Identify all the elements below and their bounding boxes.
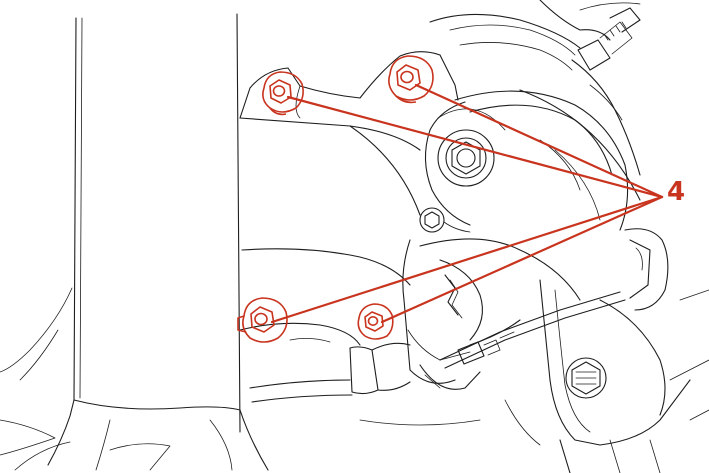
flange-bolt-icon — [262, 71, 304, 116]
callout-leader-lines — [270, 83, 664, 324]
brake-line — [439, 291, 626, 369]
leader-line-lower-left — [270, 195, 664, 324]
right-bracket — [539, 228, 709, 473]
caliper-body — [402, 238, 581, 390]
callout-number-label: 4 — [667, 177, 686, 207]
strut-tube — [47, 13, 269, 471]
upper-knuckle-arm — [239, 51, 459, 286]
left-sketch-lines — [0, 287, 171, 471]
side-bolt — [419, 207, 471, 233]
highlighted-bolts — [237, 55, 434, 343]
lower-sensor — [239, 322, 411, 403]
flange-bolt-icon — [237, 297, 288, 343]
flange-bolt-icon — [357, 303, 394, 340]
leader-line-upper-left — [286, 95, 664, 199]
upper-right-fittings — [429, 0, 641, 176]
leader-line-upper-right — [414, 83, 664, 199]
flange-bolt-icon — [388, 55, 434, 104]
leader-line-lower-right — [380, 195, 664, 324]
